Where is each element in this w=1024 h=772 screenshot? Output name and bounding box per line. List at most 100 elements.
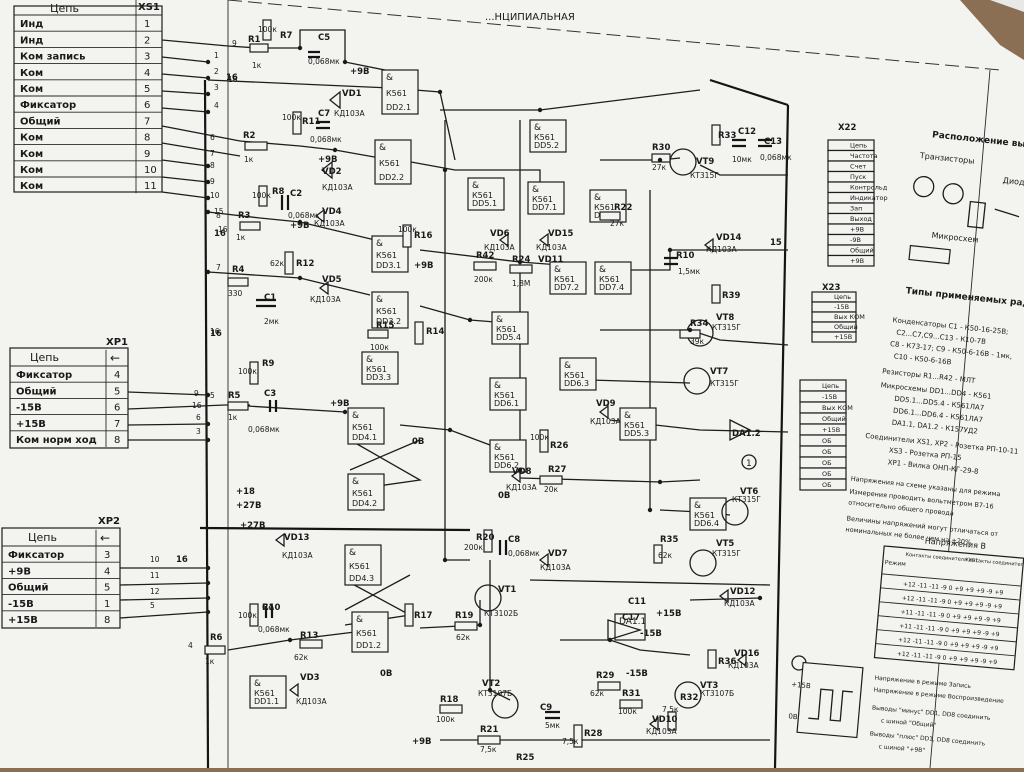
label-c7v: 0,068мк: [310, 135, 342, 144]
junction-dot: [332, 147, 338, 153]
xp1-row-label: +15В: [16, 419, 46, 430]
pin-number: 4: [214, 101, 219, 110]
label-vd7v: КД103А: [540, 563, 571, 572]
gate-type: К561: [254, 689, 275, 698]
resistor-r33: [711, 124, 721, 146]
xs1-row-pin: 11: [144, 181, 157, 192]
resistor-r26: [539, 429, 549, 453]
label-r9v: 100к: [238, 367, 257, 376]
circle-marker-1-label: 1: [746, 459, 752, 469]
label-c3: C3: [264, 389, 276, 399]
pin-number: 16: [218, 225, 228, 234]
label-r35v: 62к: [658, 551, 673, 560]
gate-ref: DD4.1: [352, 433, 377, 442]
wire-xs1-8: [161, 159, 209, 167]
frame-dash-top: [227, 0, 1001, 71]
gate-ref: DD5.2: [534, 141, 559, 150]
label-vt2: VT2: [482, 679, 500, 689]
resistor-r32: [667, 711, 677, 731]
pin-number: 8: [216, 211, 221, 220]
diode-vd16: [736, 652, 747, 668]
pin-number: 11: [150, 571, 160, 580]
label-p15b: +15В: [656, 609, 681, 619]
junction-dot: [442, 557, 448, 563]
gate-body: [491, 311, 529, 345]
label-vt6v: КТ315Г: [732, 495, 761, 504]
gate-body: [371, 235, 409, 273]
wire-dd74-vd14: [610, 249, 788, 271]
label-p9b3: +9В: [290, 221, 310, 231]
label-r42: R42: [476, 251, 494, 261]
waveform-box: +15В 0В: [788, 661, 864, 739]
label-vd3v: КД103А: [296, 697, 327, 706]
label-r14: R14: [426, 327, 444, 337]
xp2-row-pin: 1: [104, 599, 110, 610]
transistor-vt5: [689, 549, 717, 577]
xs1-row-pin: 8: [144, 133, 150, 144]
label-r10bv: 1,5мк: [678, 267, 701, 276]
label-ob: 0В: [412, 437, 424, 447]
label-c7: C7: [318, 109, 330, 119]
junction-dot: [657, 479, 663, 485]
label-r39: R39: [722, 291, 740, 301]
label-r21: R21: [480, 725, 498, 735]
gate-type: К561: [472, 191, 493, 200]
label-r29v: 62к: [590, 689, 605, 698]
label-r12v: 62к: [270, 259, 285, 268]
label-r10v: 100к: [238, 611, 257, 620]
gate-symbol: &: [534, 123, 541, 133]
wire-xs1-10: [161, 191, 209, 199]
xs1-row-label: Ком: [20, 181, 43, 192]
passive-components: 1: [204, 19, 807, 748]
resistor-r27: [539, 475, 563, 485]
gate-symbol: &: [376, 239, 383, 249]
x22-row-label: Индикатор: [850, 194, 888, 202]
opamp-da12: [729, 418, 752, 442]
transistor-vt6: [721, 498, 749, 526]
label-vd9: VD9: [596, 399, 616, 409]
label-vd13v: КД103А: [282, 551, 313, 560]
vtable-divider: [878, 615, 1018, 629]
resistor-r29: [597, 681, 621, 691]
gate-ref: DD3.3: [366, 373, 391, 382]
diode-vd13: [274, 532, 285, 548]
label-vd8v: КД103А: [506, 483, 537, 492]
junction-dot: [297, 45, 303, 51]
xs1-row-pin: 9: [144, 149, 150, 160]
junction-dot: [667, 247, 673, 253]
gate-type: К561: [494, 453, 515, 462]
label-r8: R8: [272, 187, 285, 197]
junction-dot: [442, 167, 448, 173]
gate-symbol: &: [496, 315, 503, 325]
xs1-row-pin: 1: [144, 19, 150, 30]
resistor-r16: [402, 224, 412, 248]
label-p9b5: +9В: [412, 737, 432, 747]
label-vt5: VT5: [716, 539, 734, 549]
label-r28: R28: [584, 729, 602, 739]
wire-xp1-7: [127, 423, 209, 426]
label-r31v: 100к: [618, 707, 637, 716]
pin-number: 9: [194, 389, 199, 398]
x33-row-label: +15В: [822, 426, 840, 434]
note-diodes: Диоды: [1002, 176, 1024, 188]
label-r2v: 1к: [244, 155, 254, 164]
junction-dot: [487, 687, 493, 693]
junction-dot: [205, 580, 211, 586]
label-r20: R20: [476, 533, 494, 543]
gate-symbol: &: [254, 679, 261, 689]
label-vt8: VT8: [716, 313, 734, 323]
label-vd4v: КД103А: [314, 219, 345, 228]
label-c13v: 0,068мк: [760, 153, 792, 162]
label-vd8: VD8: [512, 467, 532, 477]
xp2-row-label: -15В: [8, 599, 34, 610]
x33-row-label: Общий: [822, 415, 846, 423]
vtable-foot4: с шиной "Общий": [881, 717, 937, 729]
label-r9: R9: [262, 359, 275, 369]
component-labels: R11кR7100кC50,068мкR21кR31кR4330R51кR61к…: [176, 25, 856, 763]
gate-type: К561: [554, 275, 575, 284]
